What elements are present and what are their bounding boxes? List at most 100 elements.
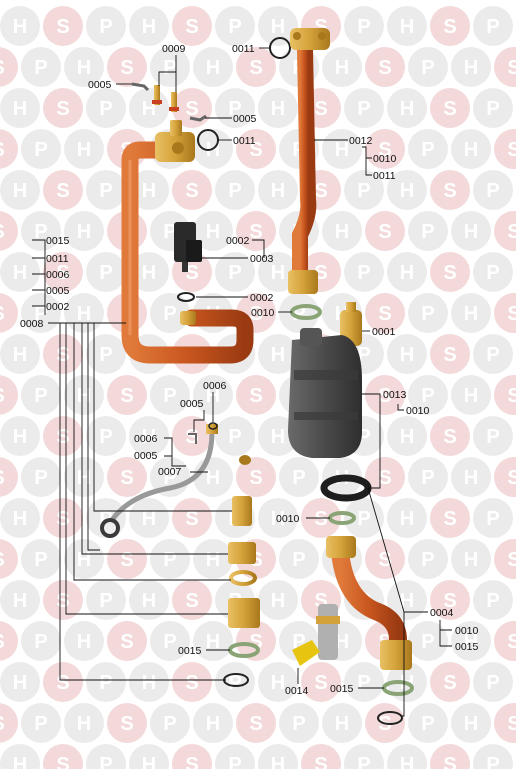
watermark-letter: H [142, 262, 156, 284]
watermark-circle [473, 416, 513, 456]
watermark-circle [43, 498, 83, 538]
watermark-letter: P [421, 221, 434, 243]
watermark-letter: P [163, 467, 176, 489]
watermark-circle [172, 580, 212, 620]
part-labels: 0009 0005 0011 0005 0011 0012 0010 0011 … [20, 43, 479, 697]
label-0008: 0008 [20, 318, 44, 330]
clips-0005 [131, 82, 207, 122]
watermark-letter: P [421, 549, 434, 571]
watermark-circle [215, 6, 255, 46]
watermark-letter: S [443, 16, 456, 38]
watermark-letter: S [507, 303, 516, 325]
watermark-letter: P [163, 549, 176, 571]
watermark-circle [494, 293, 516, 333]
watermark-circle [408, 621, 448, 661]
watermark-letter: H [206, 57, 220, 79]
watermark-letter: S [120, 549, 133, 571]
watermark-circle [43, 170, 83, 210]
label-0010-b: 0010 [251, 307, 275, 319]
watermark-letter: P [421, 303, 434, 325]
watermark-letter: S [56, 262, 69, 284]
watermark-letter: S [185, 672, 198, 694]
watermark-circle [43, 252, 83, 292]
watermark-letter: S [314, 508, 327, 530]
watermark-letter: S [314, 672, 327, 694]
watermark-circle [322, 129, 362, 169]
watermark-circle [236, 703, 276, 743]
watermark-circle [344, 252, 384, 292]
watermark-circle [0, 662, 40, 702]
watermark-circle [172, 6, 212, 46]
watermark-circle [451, 539, 491, 579]
watermark-letter: H [464, 713, 478, 735]
label-0005-c: 0005 [46, 285, 70, 297]
watermark-letter: H [400, 426, 414, 448]
watermark-circle [0, 334, 40, 374]
watermark-circle [21, 129, 61, 169]
watermark-circle [451, 211, 491, 251]
watermark-letter: H [464, 385, 478, 407]
watermark-letter: S [507, 57, 516, 79]
watermark-letter: S [56, 508, 69, 530]
watermark-letter: P [421, 631, 434, 653]
label-0015-c: 0015 [178, 645, 202, 657]
watermark-circle [365, 375, 405, 415]
watermark-letter: P [34, 139, 47, 161]
watermark-letter: S [0, 713, 5, 735]
watermark-circle [322, 47, 362, 87]
watermark-letter: H [142, 426, 156, 448]
watermark-circle [258, 6, 298, 46]
label-0015-b: 0015 [455, 641, 479, 653]
watermark-letter: P [486, 16, 499, 38]
watermark-circle [0, 88, 40, 128]
watermark-circle [430, 416, 470, 456]
watermark-letter: H [206, 549, 220, 571]
watermark-letter: H [271, 98, 285, 120]
watermark-circle [451, 47, 491, 87]
watermark-letter: H [400, 98, 414, 120]
watermark-letter: P [228, 262, 241, 284]
watermark-circle [107, 375, 147, 415]
watermark-letter: S [443, 344, 456, 366]
watermark-circle [365, 47, 405, 87]
watermark-letter: H [142, 16, 156, 38]
watermark-circle [451, 703, 491, 743]
watermark-letter: S [507, 385, 516, 407]
watermark-circle [129, 744, 169, 769]
watermark-letter: S [443, 262, 456, 284]
watermark-circle [21, 703, 61, 743]
watermark-circle [236, 129, 276, 169]
watermark-circle [107, 47, 147, 87]
watermark-letter: S [249, 385, 262, 407]
watermark-circle [0, 293, 18, 333]
watermark-circle [430, 170, 470, 210]
watermark-circle [473, 6, 513, 46]
watermark-letter: S [314, 754, 327, 769]
watermark-circle [451, 621, 491, 661]
watermark-circle [322, 211, 362, 251]
watermark-letter: P [486, 180, 499, 202]
watermark-letter: S [0, 139, 5, 161]
watermark-letter: S [120, 57, 133, 79]
watermark-circle [86, 416, 126, 456]
watermark-circle [43, 334, 83, 374]
watermark-circle [0, 416, 40, 456]
watermark-circle [215, 170, 255, 210]
watermark-letter: H [464, 631, 478, 653]
watermark-letter: H [206, 221, 220, 243]
circlip-lower-right [377, 711, 403, 725]
watermark-circle [150, 621, 190, 661]
watermark-letter: H [13, 262, 27, 284]
watermark-circle [430, 662, 470, 702]
watermark-circle [43, 580, 83, 620]
watermark-letter: S [249, 57, 262, 79]
watermark-circle [43, 88, 83, 128]
watermark-letter: H [464, 57, 478, 79]
o-ring-0006 [208, 422, 218, 430]
watermark-letter: H [77, 139, 91, 161]
label-0005-a: 0005 [88, 79, 112, 91]
watermark-letter: H [77, 303, 91, 325]
watermark-letter: H [271, 508, 285, 530]
watermark-circle [451, 129, 491, 169]
watermark-letter: S [507, 467, 516, 489]
